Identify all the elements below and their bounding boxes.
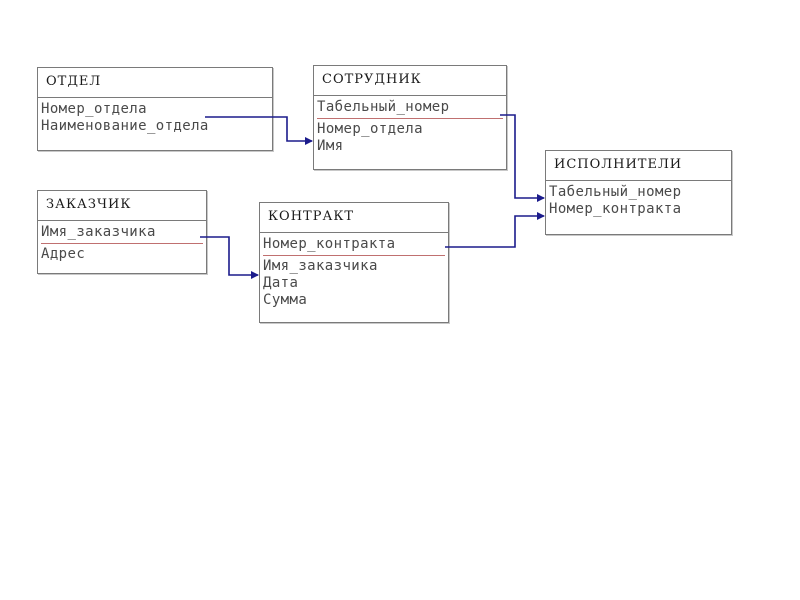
entity-zakazchik[interactable]: ЗАКАЗЧИК Имя_заказчика Адрес <box>37 190 207 274</box>
field-nomer-kontrakta: Номер_контракта <box>549 201 682 217</box>
field-nomer-otdela: Номер_отдела <box>317 121 423 137</box>
field-tabelnyi-nomer: Табельный_номер <box>317 99 450 115</box>
key-separator <box>263 255 445 256</box>
relationship-line-otdel-sotrudnik <box>205 116 313 145</box>
field-tabelnyi-nomer: Табельный_номер <box>549 184 682 200</box>
field-data: Дата <box>263 275 299 291</box>
field-adres: Адрес <box>41 246 86 262</box>
field-naimenovanie-otdela: Наименование_отдела <box>41 118 209 134</box>
field-nomer-kontrakta: Номер_контракта <box>263 236 396 252</box>
relationship-line-zakazchik-kontrakt <box>200 236 259 279</box>
field-imya-zakazchika: Имя_заказчика <box>41 224 156 240</box>
entity-title: ЗАКАЗЧИК <box>38 191 206 221</box>
field-imya-zakazchika: Имя_заказчика <box>263 258 378 274</box>
field-imya: Имя <box>317 138 344 154</box>
entity-otdel[interactable]: ОТДЕЛ Номер_отдела Наименование_отдела <box>37 67 273 151</box>
entity-sotrudnik[interactable]: СОТРУДНИК Табельный_номер Номер_отдела И… <box>313 65 507 170</box>
relationship-line-kontrakt-ispolniteli <box>445 212 545 248</box>
entity-title: СОТРУДНИК <box>314 66 506 96</box>
field-summa: Сумма <box>263 292 308 308</box>
entity-ispolniteli[interactable]: ИСПОЛНИТЕЛИ Табельный_номер Номер_контра… <box>545 150 732 235</box>
key-separator <box>317 118 503 119</box>
entity-title: ИСПОЛНИТЕЛИ <box>546 151 731 181</box>
key-separator <box>41 243 203 244</box>
entity-title: КОНТРАКТ <box>260 203 448 233</box>
entity-kontrakt[interactable]: КОНТРАКТ Номер_контракта Имя_заказчика Д… <box>259 202 449 323</box>
field-nomer-otdela: Номер_отдела <box>41 101 147 117</box>
entity-title: ОТДЕЛ <box>38 68 272 98</box>
relationship-line-sotrudnik-ispolniteli <box>500 114 545 202</box>
